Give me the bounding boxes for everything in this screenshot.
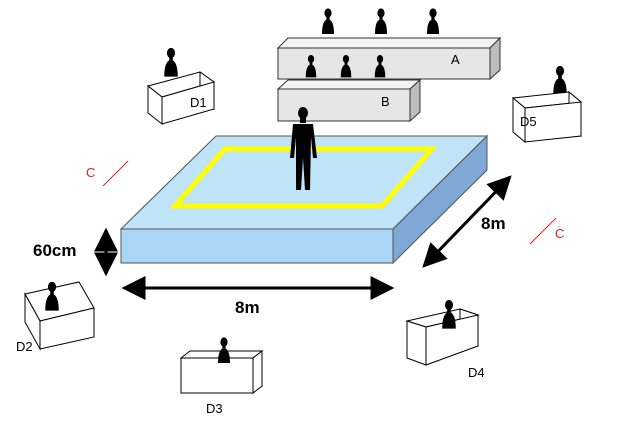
c-marker-right: C xyxy=(529,217,564,245)
seated-person-icon xyxy=(553,65,567,95)
seated-person-icon xyxy=(218,337,230,363)
person-silhouette-icon xyxy=(290,107,317,190)
height-label: 60cm xyxy=(33,241,76,260)
seated-person-icon xyxy=(322,8,334,34)
desk-d1: D1 xyxy=(146,47,216,126)
desk-d1-label: D1 xyxy=(190,95,207,110)
desk-d5-label: D5 xyxy=(520,114,537,129)
desk-d3-label: D3 xyxy=(206,401,223,416)
front-width-label: 8m xyxy=(235,298,260,317)
seated-person-icon xyxy=(164,47,178,77)
table-a-label: A xyxy=(451,52,460,67)
desk-d4: D4 xyxy=(405,299,485,380)
judge-table-a: A xyxy=(276,8,502,81)
side-width-label: 8m xyxy=(481,214,506,233)
desk-d3: D3 xyxy=(179,337,264,416)
mat-front xyxy=(120,228,394,264)
seated-person-icon xyxy=(375,8,387,34)
table-b-label: B xyxy=(381,94,390,109)
seated-person-icon xyxy=(427,8,439,34)
front-width-dimension: 8m xyxy=(121,276,395,317)
c-left-label: C xyxy=(86,165,95,180)
c-right-label: C xyxy=(555,226,564,241)
competition-boundary xyxy=(169,146,438,209)
desk-d5: D5 xyxy=(511,65,583,144)
desk-d2: D2 xyxy=(16,281,95,354)
desk-d4-label: D4 xyxy=(468,365,485,380)
c-marker-left: C xyxy=(86,160,129,187)
desk-d2-label: D2 xyxy=(16,339,33,354)
height-dimension: 60cm xyxy=(33,227,118,277)
side-width-dimension: 8m xyxy=(422,175,512,268)
